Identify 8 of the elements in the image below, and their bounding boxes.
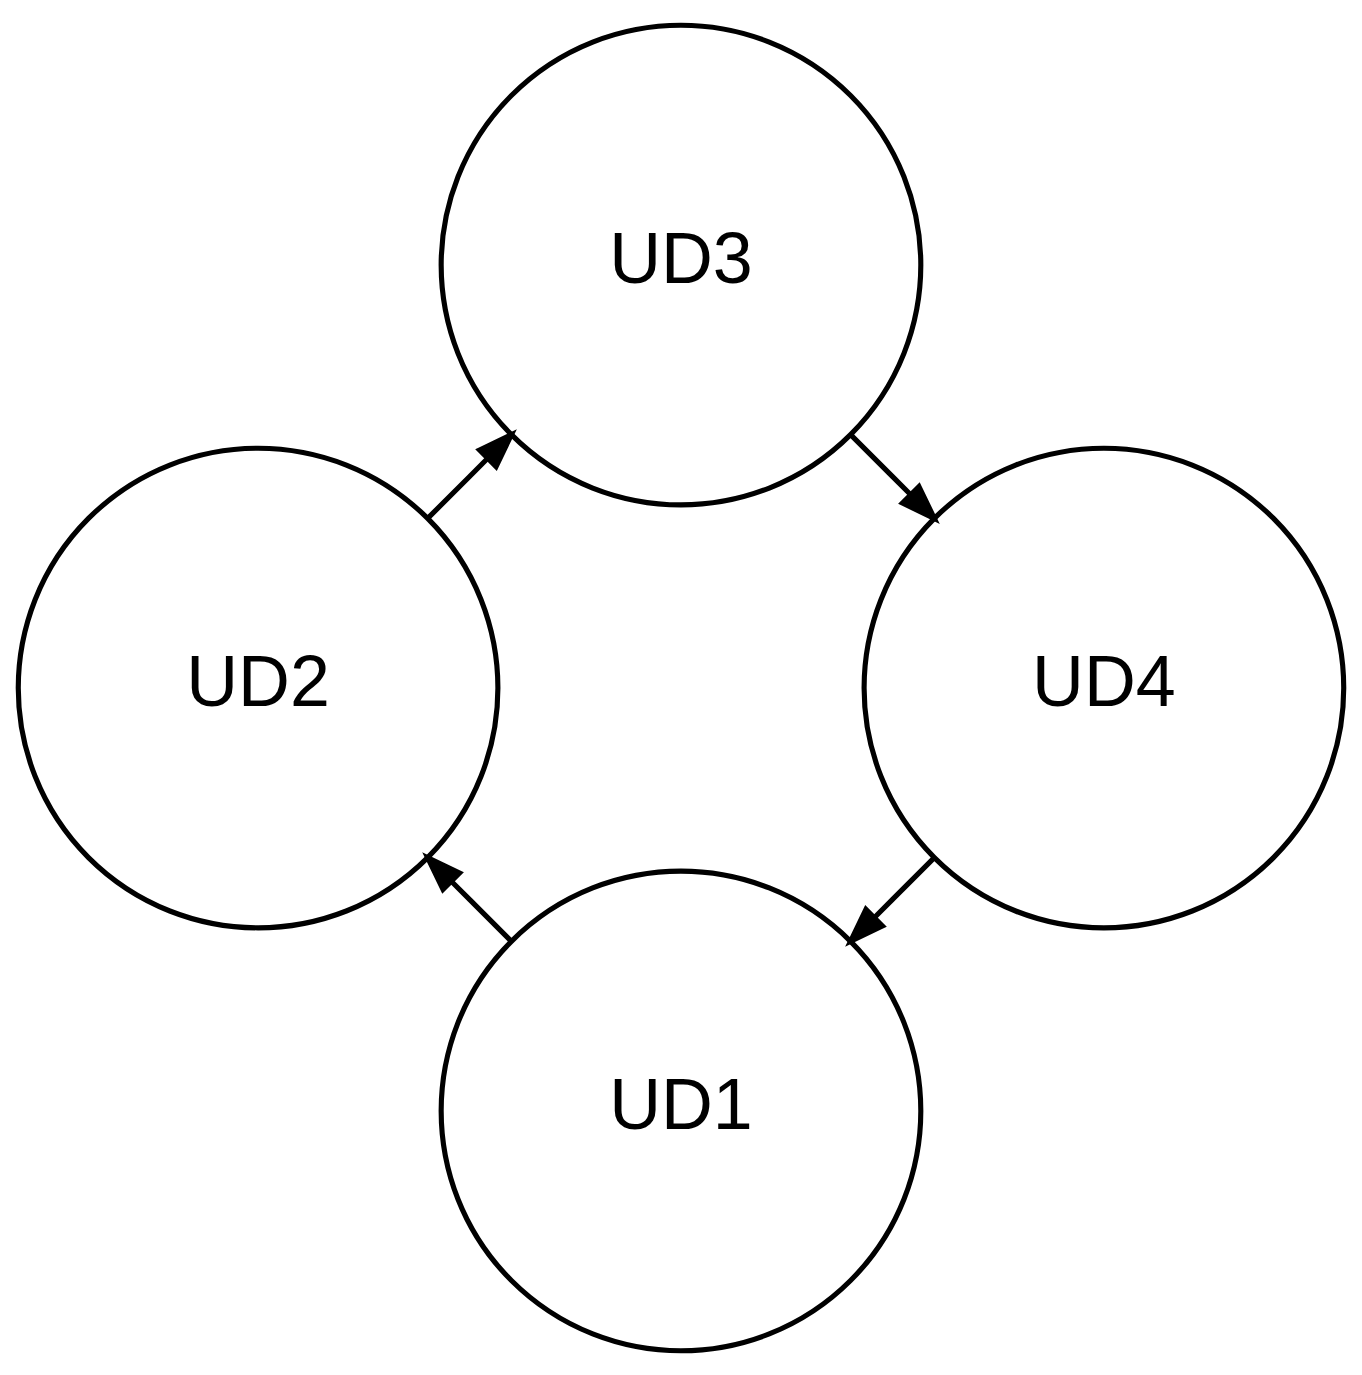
arrow bbox=[425, 428, 517, 520]
node-circle: UD4 bbox=[861, 445, 1347, 930]
node-circle: UD2 bbox=[15, 445, 501, 930]
node-circle: UD1 bbox=[438, 868, 924, 1353]
arrow bbox=[422, 851, 514, 943]
node-circle: UD3 bbox=[438, 22, 924, 507]
arrow bbox=[848, 432, 940, 524]
arrow bbox=[845, 855, 937, 947]
